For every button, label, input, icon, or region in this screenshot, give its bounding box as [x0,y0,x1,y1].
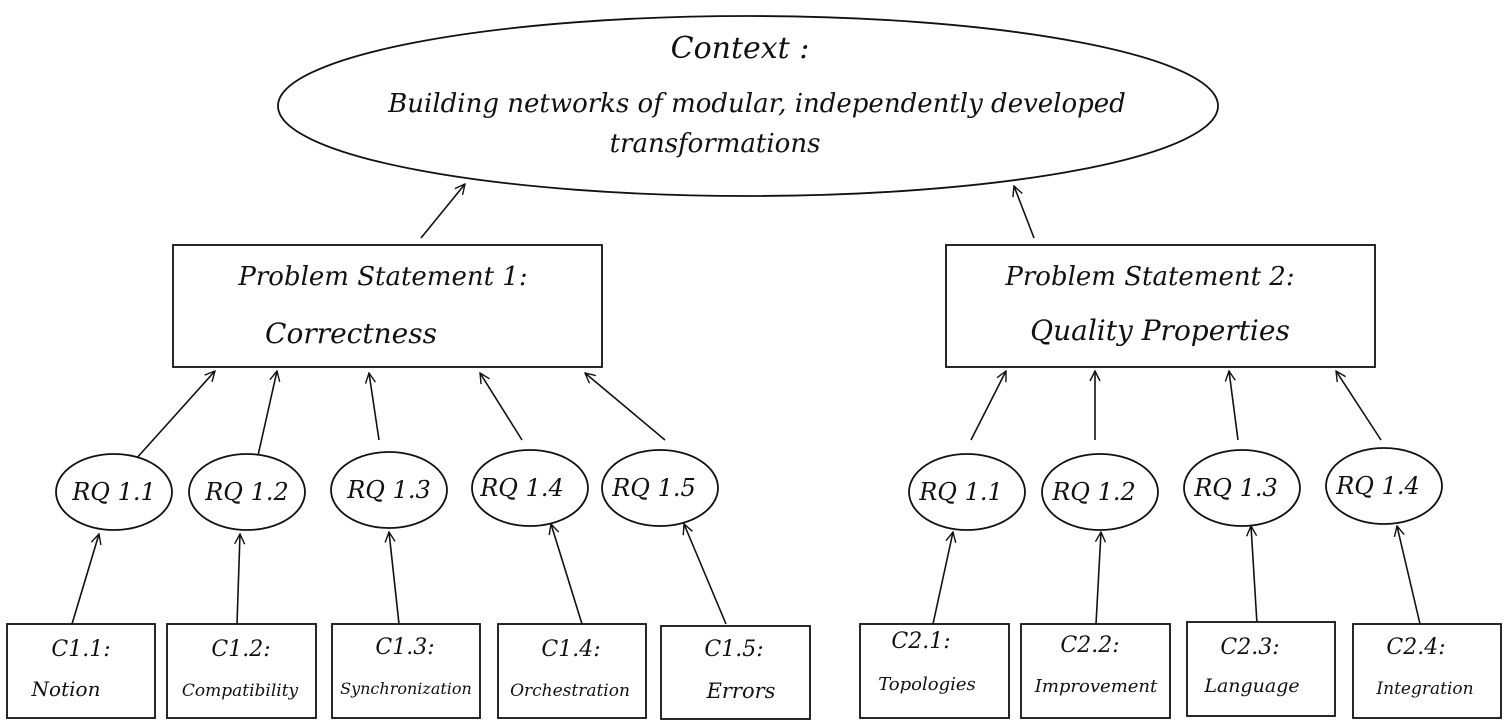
contribution-c2-2: C2.2: Improvement [1020,623,1171,719]
problem-statement-2-topic: Quality Properties [1030,314,1290,347]
contribution-id: C2.2: [1060,633,1119,658]
rq-label: RQ 1.2 [1051,478,1136,506]
contribution-c2-1: C2.1: Topologies [859,623,1010,719]
contribution-id: C2.3: [1220,635,1279,660]
rq-label: RQ 1.3 [1193,474,1278,502]
contribution-id: C1.2: [211,637,270,662]
arrow-rq-1-5 [585,373,666,441]
contribution-c1-2: C1.2: Compatibility [166,623,317,719]
rq-label: RQ 1.5 [611,474,696,502]
arrow-c1-4 [551,524,583,625]
contribution-id: C2.1: [891,629,950,654]
arrow-rq-2-4 [1336,371,1382,441]
rq-label: RQ 1.3 [346,476,431,504]
arrow-ps2-to-context [1014,186,1035,239]
contribution-id: C1.3: [375,635,434,660]
contribution-id: C1.1: [51,637,110,662]
contribution-name: Improvement [1034,676,1158,697]
rq-node-1-4: RQ 1.4 [471,449,589,527]
rq-arrows [134,371,1382,461]
arrow-rq-1-1 [134,371,215,461]
arrow-c2-1 [932,532,953,625]
contribution-c1-3: C1.3: Synchronization [331,623,481,719]
arrow-ps1-to-context [420,184,465,239]
rq-node-2-4: RQ 1.4 [1325,447,1443,525]
contribution-c2-4: C2.4: Integration [1352,623,1502,719]
context-node: Context : Building networks of modular, … [277,15,1219,197]
arrow-c1-3 [389,532,400,625]
context-line-2: transformations [610,129,821,159]
contribution-c1-5: C1.5: Errors [660,625,811,720]
arrow-c1-5 [684,524,727,625]
rq-node-2-3: RQ 1.3 [1183,449,1301,527]
problem-statement-1-topic: Correctness [265,317,437,350]
arrow-rq-1-4 [480,373,523,441]
arrow-c1-2 [237,534,240,625]
rq-label: RQ 1.1 [918,478,1003,506]
contribution-name: Synchronization [340,679,472,698]
contribution-id: C1.4: [541,637,600,662]
rq-label: RQ 1.2 [204,478,289,506]
arrow-c2-2 [1096,532,1101,625]
rq-node-2-1: RQ 1.1 [908,453,1026,531]
contribution-c2-3: C2.3: Language [1186,621,1336,717]
contribution-name: Orchestration [510,681,630,701]
problem-statement-1: Problem Statement 1: Correctness [172,244,603,368]
context-line-1: Building networks of modular, independen… [387,89,1126,119]
contribution-name: Errors [706,679,776,703]
rq-node-1-2: RQ 1.2 [188,453,306,531]
contribution-c1-4: C1.4: Orchestration [497,623,647,719]
problem-statement-1-title: Problem Statement 1: [237,262,527,292]
arrow-rq-1-3 [369,373,380,441]
contribution-name: Notion [31,677,101,701]
problem-statement-2: Problem Statement 2: Quality Properties [945,244,1376,368]
rq-node-1-1: RQ 1.1 [55,453,173,531]
problem-statement-2-title: Problem Statement 2: [1004,262,1294,292]
rq-label: RQ 1.4 [479,474,564,502]
arrow-c2-3 [1251,526,1258,625]
rq-label: RQ 1.1 [71,478,156,506]
contribution-c1-1: C1.1: Notion [6,623,156,719]
contribution-name: Compatibility [182,681,299,701]
arrow-rq-2-3 [1229,371,1239,441]
contribution-name: Integration [1375,679,1473,699]
arrow-c1-1 [71,534,99,625]
rq-node-1-5: RQ 1.5 [601,449,719,527]
rq-label: RQ 1.4 [1335,472,1420,500]
arrow-c2-4 [1397,526,1421,625]
contribution-id: C2.4: [1386,635,1445,660]
arrow-rq-2-1 [970,371,1007,441]
arrow-rq-1-2 [256,371,277,461]
context-title: Context : [671,31,810,66]
contribution-id: C1.5: [704,637,763,662]
rq-node-1-3: RQ 1.3 [330,451,448,529]
contribution-arrows [71,524,1421,625]
contribution-name: Language [1203,675,1299,697]
rq-node-2-2: RQ 1.2 [1041,453,1159,531]
contribution-name: Topologies [878,674,976,695]
